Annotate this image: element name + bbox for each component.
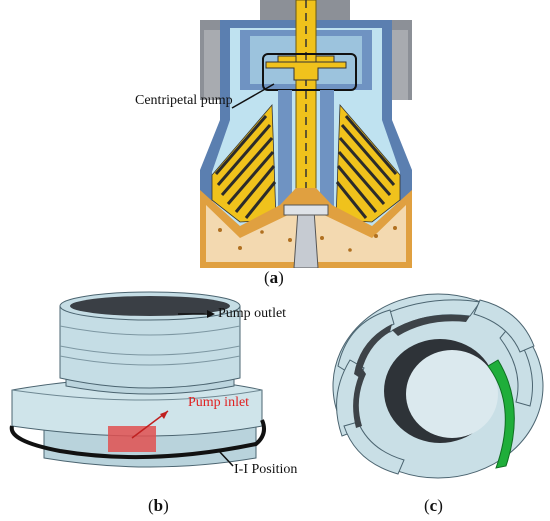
- pump-body-cylinder: [59, 305, 241, 389]
- pump-outlet-opening: [70, 296, 230, 316]
- centripetal-pump-label: Centripetal pump: [135, 93, 233, 108]
- impeller-blade: [499, 325, 533, 407]
- bottom-spindle: [293, 209, 319, 268]
- i-i-position-label: I-I Position: [234, 462, 298, 477]
- caption-b: (b): [148, 496, 169, 515]
- impeller-figure: [320, 286, 550, 481]
- centrifuge-section-drawing: [200, 0, 412, 268]
- pump-highlight-box: [262, 53, 357, 91]
- pump-outlet-label: Pump outlet: [218, 306, 287, 321]
- inner-tube-right: [320, 90, 334, 230]
- caption-a: (a): [264, 268, 284, 287]
- pump-inlet-label: Pump inlet: [188, 395, 250, 410]
- pump-part-drawing: [9, 291, 266, 468]
- centripetal-pump-impeller: [265, 61, 347, 81]
- centrifuge-section-figure: [200, 0, 412, 268]
- impeller-blade: [343, 421, 405, 475]
- pump-part-figure: [0, 286, 320, 481]
- caption-c: (c): [424, 496, 443, 515]
- pump-inlet-region: [108, 426, 156, 452]
- impeller-blade: [473, 299, 535, 353]
- highlighted-blade: [487, 359, 515, 469]
- pump-callout-line: [231, 83, 275, 109]
- i-i-position-ring: [9, 419, 266, 460]
- impeller-drawing: [332, 293, 544, 479]
- inner-tube-left: [278, 90, 292, 230]
